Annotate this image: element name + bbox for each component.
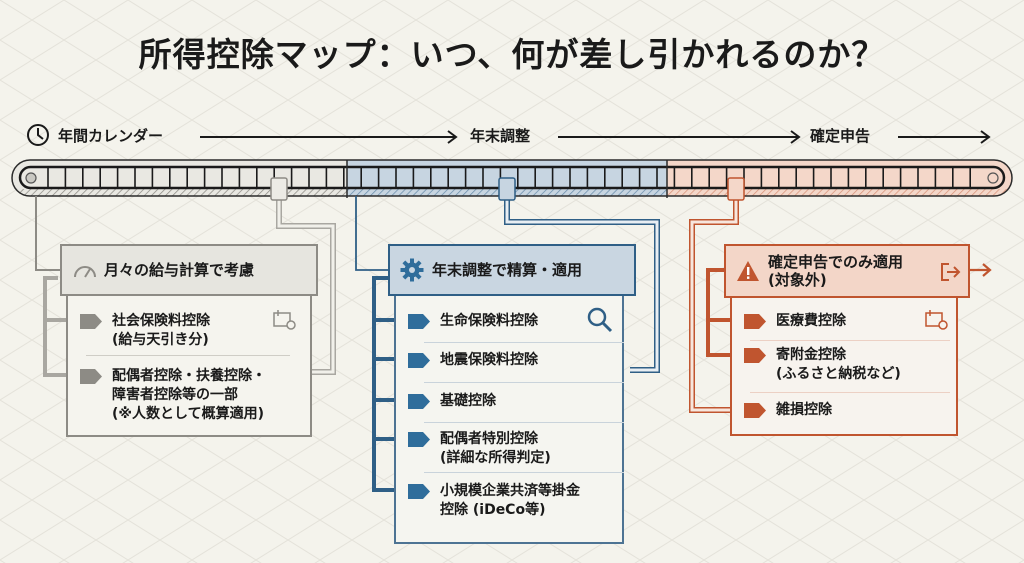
section-monthly-body xyxy=(66,289,312,437)
list-item: 寄附金控除(ふるさと納税など) xyxy=(744,346,901,384)
timeline-arrow-1 xyxy=(200,130,458,144)
divider xyxy=(424,342,624,343)
tag-icon xyxy=(744,348,766,363)
section-tax-return-header: 確定申告でのみ適用 (対象外) xyxy=(724,244,970,298)
tag-icon xyxy=(744,314,766,329)
tag-icon xyxy=(408,314,430,329)
divider xyxy=(424,422,624,423)
section-year-end: 年末調整で精算・適用 生命保険料控除 地震保険料控除 基礎控除 配偶者特別控除(… xyxy=(388,244,636,544)
red-outgoing-arrow xyxy=(970,263,992,277)
section-year-end-body xyxy=(394,289,624,544)
clock-icon xyxy=(27,124,49,146)
search-icon xyxy=(587,307,613,333)
timeline-arrow-3 xyxy=(898,130,991,144)
timeline-stage-calendar: 年間カレンダー xyxy=(58,127,164,145)
tag-icon xyxy=(408,394,430,409)
belt-roller-right xyxy=(987,172,999,184)
page-title: 所得控除マップ：いつ、何が差し引かれるのか？ xyxy=(138,35,886,74)
tag-icon xyxy=(408,484,430,499)
section-monthly-heading: 月々の給与計算で考慮 xyxy=(104,261,255,279)
section-tax-return-body xyxy=(730,289,958,436)
red-sensor xyxy=(727,177,745,201)
timeline-stage-year-end: 年末調整 xyxy=(470,127,531,145)
section-year-end-heading: 年末調整で精算・適用 xyxy=(432,261,583,279)
list-item: 配偶者控除・扶養控除・障害者控除等の一部(※人数として概算適用) xyxy=(80,367,266,424)
list-item: 地震保険料控除 xyxy=(408,351,538,370)
divider xyxy=(86,355,290,356)
warning-icon xyxy=(737,261,759,281)
gray-sensor xyxy=(270,177,288,201)
tag-icon xyxy=(408,432,430,447)
gauge-icon xyxy=(74,266,96,278)
exit-arrow-icon xyxy=(941,263,961,281)
list-item: 配偶者特別控除(詳細な所得判定) xyxy=(408,430,551,468)
list-item: 基礎控除 xyxy=(408,392,496,411)
list-item: 医療費控除 xyxy=(744,312,846,331)
blue-sensor xyxy=(498,177,516,201)
list-item: 小規模企業共済等掛金控除 (iDeCo等) xyxy=(408,482,580,520)
timeline-arrow-2 xyxy=(558,130,801,144)
tag-icon xyxy=(80,314,102,329)
section-monthly-header: 月々の給与計算で考慮 xyxy=(60,244,318,296)
list-item: 社会保険料控除(給与天引き分) xyxy=(80,312,210,350)
belt-roller-left xyxy=(25,172,37,184)
list-item: 生命保険料控除 xyxy=(408,312,538,331)
section-tax-return-heading: 確定申告でのみ適用 xyxy=(768,253,904,271)
red-pipes xyxy=(689,177,992,414)
calendar-gear-icon xyxy=(273,310,296,330)
section-monthly: 月々の給与計算で考慮 社会保険料控除(給与天引き分) 配偶者控除・扶養控除・障害… xyxy=(60,244,318,438)
calendar-gear-icon xyxy=(925,310,948,330)
tag-icon xyxy=(408,353,430,368)
list-item: 雑損控除 xyxy=(744,401,832,420)
section-year-end-header: 年末調整で精算・適用 xyxy=(388,244,636,296)
tag-icon xyxy=(80,369,102,384)
divider xyxy=(750,392,950,393)
section-tax-return-subheading: (対象外) xyxy=(768,271,827,289)
divider xyxy=(424,472,624,473)
timeline-stage-tax-return: 確定申告 xyxy=(810,127,871,145)
tag-icon xyxy=(744,403,766,418)
divider xyxy=(424,382,624,383)
divider xyxy=(750,340,950,341)
gear-icon xyxy=(400,258,424,282)
section-tax-return: 確定申告でのみ適用 (対象外) 医療費控除 寄附金控除(ふるさと納税など) 雑損… xyxy=(724,244,970,436)
